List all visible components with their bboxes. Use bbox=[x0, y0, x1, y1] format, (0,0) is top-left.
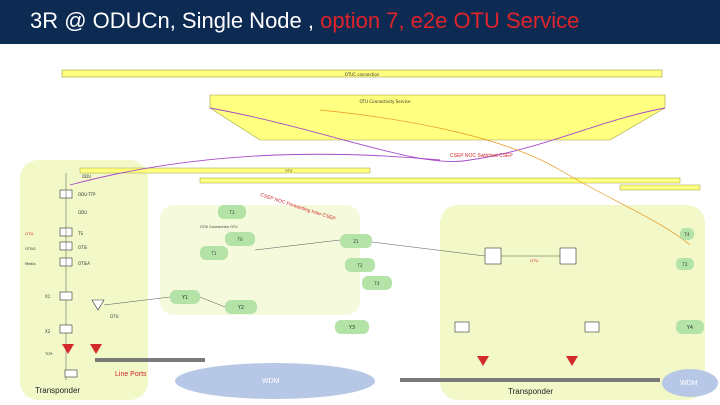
left-red-node-1[interactable] bbox=[62, 344, 74, 354]
left-bottom-box[interactable] bbox=[64, 369, 78, 378]
odu-bar-2[interactable] bbox=[199, 177, 681, 184]
right-red-node-2[interactable] bbox=[566, 356, 578, 366]
top-service-label: OTUC connection bbox=[345, 72, 380, 77]
left-odu-term-label: ODU-TTP bbox=[78, 192, 96, 197]
line-ports-label: Line Ports bbox=[115, 371, 147, 378]
wdm-cloud-center bbox=[175, 363, 375, 399]
left-otsi-label: OTSi bbox=[78, 245, 87, 250]
wdm-cloud-right bbox=[662, 369, 718, 397]
middle-y1-node[interactable] bbox=[170, 290, 200, 304]
left-line-port-bar bbox=[95, 358, 205, 362]
odu-bar-3[interactable] bbox=[619, 184, 701, 191]
left-x2-label: X2 bbox=[45, 329, 51, 334]
center-t2-label: T2 bbox=[357, 263, 363, 268]
link-center-right bbox=[371, 241, 486, 257]
left-x1-box[interactable] bbox=[59, 291, 73, 301]
right-conn-box-1[interactable] bbox=[484, 247, 502, 265]
wdm-center-label: WDM bbox=[262, 378, 280, 385]
left-odu-label-2: ODU bbox=[78, 210, 87, 215]
right-box-lower-2[interactable] bbox=[584, 321, 600, 333]
left-tri-node[interactable] bbox=[91, 299, 105, 311]
wdm-right-label: WDM bbox=[680, 380, 698, 387]
left-otu-sub-label: OTU bbox=[110, 314, 119, 319]
right-t4-label: T4 bbox=[684, 232, 690, 237]
title-bar bbox=[0, 0, 720, 44]
title-highlight: option 7, e2e OTU Service bbox=[320, 8, 580, 33]
left-x2-box[interactable] bbox=[59, 324, 73, 334]
right-otu-tag: OTU bbox=[530, 258, 539, 263]
center-t4-node[interactable] bbox=[362, 276, 392, 290]
right-t2-label: T2 bbox=[682, 262, 688, 267]
right-t2-node[interactable] bbox=[676, 258, 694, 270]
middle-t1-label: T1 bbox=[211, 251, 217, 256]
left-otsia-label: OTSiA bbox=[78, 261, 90, 266]
otu-connectivity-bar[interactable] bbox=[209, 94, 666, 141]
center-z1-node[interactable] bbox=[340, 234, 372, 248]
transponder-right-label: Transponder bbox=[508, 387, 553, 396]
center-z1-label: Z1 bbox=[353, 239, 359, 244]
middle-y2-node[interactable] bbox=[225, 300, 257, 314]
middle-y2-label: Y2 bbox=[237, 305, 244, 311]
link-left-y1 bbox=[103, 296, 171, 306]
title-prefix: 3R @ ODUCn, Single Node , bbox=[30, 8, 321, 33]
middle-t1-node[interactable] bbox=[200, 246, 228, 260]
csep-switched-label: CSEP NOC Switched CSEP bbox=[450, 153, 513, 159]
middle-t3-node[interactable] bbox=[218, 205, 246, 219]
right-y4-node[interactable] bbox=[676, 320, 704, 334]
center-t4-label: T4 bbox=[374, 281, 380, 286]
purple-arc bbox=[209, 107, 666, 163]
left-odu-label: ODU bbox=[82, 174, 91, 179]
right-box-lower-1[interactable] bbox=[454, 321, 470, 333]
left-otu-tag: OTU bbox=[25, 231, 34, 236]
odu-bar-label: OTU bbox=[285, 169, 293, 173]
left-ts-label: TS bbox=[77, 231, 83, 236]
right-t4-node[interactable] bbox=[680, 228, 694, 240]
center-t2-node[interactable] bbox=[345, 258, 375, 272]
link-middle-center bbox=[254, 239, 341, 251]
page-title: 3R @ ODUCn, Single Node , option 7, e2e … bbox=[30, 8, 579, 34]
center-y3-node[interactable] bbox=[335, 320, 369, 334]
link-y1-y2 bbox=[199, 296, 226, 308]
transponder-left-label: Transponder bbox=[35, 386, 80, 395]
right-line-port-bar bbox=[400, 378, 660, 382]
left-node-region bbox=[20, 160, 148, 400]
purple-link-left bbox=[69, 153, 441, 186]
right-node-region bbox=[440, 205, 705, 400]
left-otsig-label: OTSiG bbox=[25, 247, 36, 251]
otu-connectivity-label: OTU Connectivity Service bbox=[360, 99, 411, 104]
middle-ts-node[interactable] bbox=[225, 232, 255, 246]
left-red-node-2[interactable] bbox=[90, 344, 102, 354]
right-conn-box-2[interactable] bbox=[559, 247, 577, 265]
middle-y1-label: Y1 bbox=[181, 295, 188, 301]
top-service-bar[interactable] bbox=[61, 69, 663, 78]
middle-ts-label: TS bbox=[237, 237, 243, 242]
middle-t3-label: T3 bbox=[229, 210, 235, 215]
left-media-label: Media bbox=[25, 262, 36, 266]
center-y3-label: Y3 bbox=[348, 325, 355, 331]
right-y4-label: Y4 bbox=[686, 325, 693, 331]
orange-link bbox=[319, 109, 691, 246]
middle-otsi-conn-label: OTSi Connection OTU bbox=[200, 225, 238, 229]
left-tcm-label: TCM bbox=[44, 352, 52, 356]
right-red-node-1[interactable] bbox=[477, 356, 489, 366]
middle-node-region bbox=[160, 205, 360, 315]
odu-bar-1[interactable] bbox=[79, 167, 371, 174]
left-x1-label: X1 bbox=[45, 294, 51, 299]
